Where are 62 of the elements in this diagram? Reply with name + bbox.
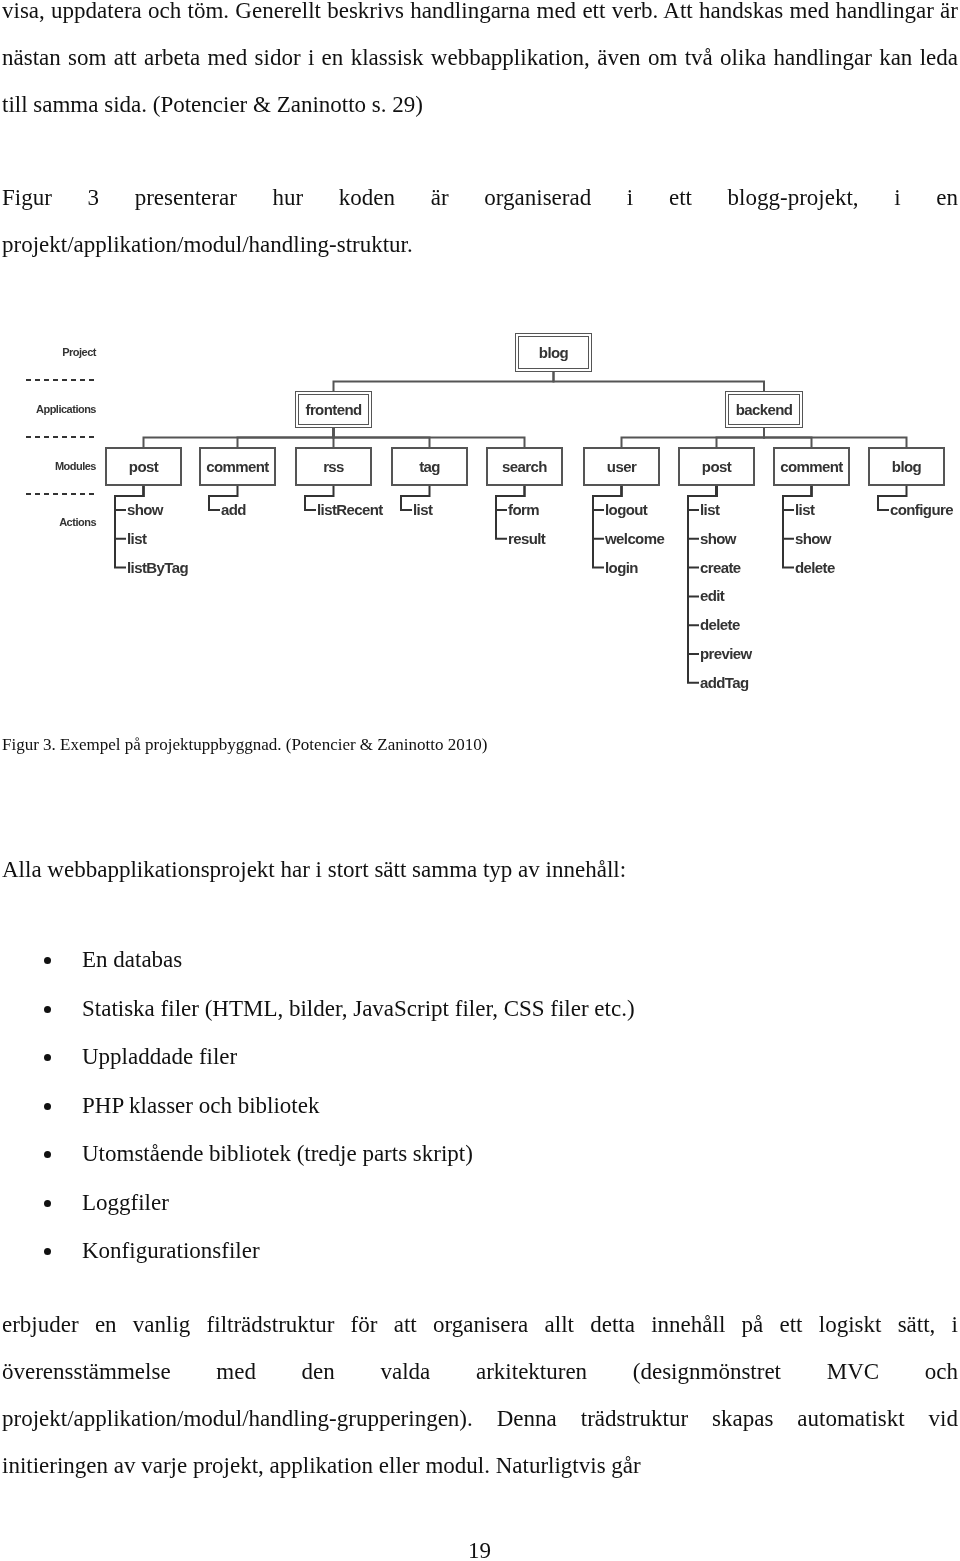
action-label: login <box>605 557 638 578</box>
list-item: En databas <box>82 946 183 974</box>
tree-connector <box>592 485 623 569</box>
action-label: add <box>221 500 246 520</box>
action-label: edit <box>700 586 725 607</box>
tree-connector <box>332 427 526 448</box>
module-box: comment <box>199 447 276 486</box>
page-number: 19 <box>468 1537 491 1561</box>
tree-connector <box>304 485 335 511</box>
application-box: backend <box>725 391 803 428</box>
level-label: Applications <box>35 402 96 416</box>
module-box: blog <box>868 447 945 486</box>
module-box: tag <box>391 447 468 486</box>
level-label: Project <box>61 345 96 359</box>
tree-connector <box>782 485 813 569</box>
module-box: comment <box>773 447 850 486</box>
action-label: listByTag <box>127 557 188 578</box>
action-label: welcome <box>605 528 665 549</box>
tree-connector <box>552 371 765 392</box>
module-box: search <box>486 447 563 486</box>
list-item: Uppladdade filer <box>82 1043 238 1071</box>
action-label: delete <box>700 615 740 636</box>
level-label: Modules <box>53 459 96 473</box>
tree-connector <box>400 485 431 511</box>
action-label: preview <box>700 644 752 664</box>
action-label: listRecent <box>317 500 383 520</box>
action-label: list <box>700 500 720 520</box>
action-label: create <box>700 557 741 578</box>
action-label: logout <box>605 500 648 520</box>
module-box: user <box>583 447 660 486</box>
paragraph: visa, uppdatera och töm. Generellt beskrivs handlingarna med ett verb. Att handskas med handlingar är nästan som att arbeta med sidor i en klassisk webbapplikation, även om två olika handlingar kan leda till samma sida. (Potencier & Zaninotto s. 29) <box>2 0 958 119</box>
paragraph: Figur 3 presenterar hur koden är organiserad i ett blogg-projekt, i en projekt/applikation/modul/handling-struktur. <box>2 184 958 259</box>
module-box: post <box>678 447 755 486</box>
paragraph: Alla webbapplikationsprojekt har i stort sätt samma typ av innehåll: <box>2 856 627 884</box>
module-box: rss <box>295 447 372 486</box>
action-label: addTag <box>700 672 749 693</box>
tree-connector <box>114 485 145 569</box>
list-item: Loggfiler <box>82 1188 169 1217</box>
level-label: Actions <box>58 515 96 529</box>
application-box: frontend <box>295 391 372 428</box>
action-label: delete <box>795 557 835 578</box>
action-label: configure <box>890 500 953 520</box>
action-label: list <box>127 528 147 549</box>
list-item: PHP klasser och bibliotek <box>82 1091 320 1120</box>
action-label: show <box>795 528 831 549</box>
paragraph: erbjuder en vanlig filträdstruktur för att organisera allt detta innehåll på ett logiskt sätt, i överensstämmelse med den valda arkitekturen (designmönstret MVC och projekt/applikation/modul/handling-grupperingen). Denna trädstruktur skapas automatiskt vid initieringen av varje projekt, applikation eller modul. Naturligtvis går <box>2 1311 958 1480</box>
figure-caption: Figur 3. Exempel på projektuppbyggnad. (Potencier & Zaninotto 2010) <box>2 734 488 756</box>
list-item: Utomstående bibliotek (tredje parts skript) <box>82 1140 473 1168</box>
tree-connector <box>495 485 526 540</box>
list-item: Konfigurationsfiler <box>82 1237 260 1265</box>
project-box: blog <box>515 333 592 372</box>
module-box: post <box>105 447 182 486</box>
action-label: show <box>127 500 163 520</box>
tree-connector <box>763 427 908 448</box>
tree-connector <box>208 485 239 511</box>
action-label: list <box>413 500 433 520</box>
action-label: result <box>508 528 546 549</box>
action-label: list <box>795 500 815 520</box>
action-label: form <box>508 500 539 520</box>
action-label: show <box>700 528 736 549</box>
list-item: Statiska filer (HTML, bilder, JavaScript filer, CSS filer etc.) <box>82 994 635 1023</box>
tree-connector <box>877 485 908 511</box>
